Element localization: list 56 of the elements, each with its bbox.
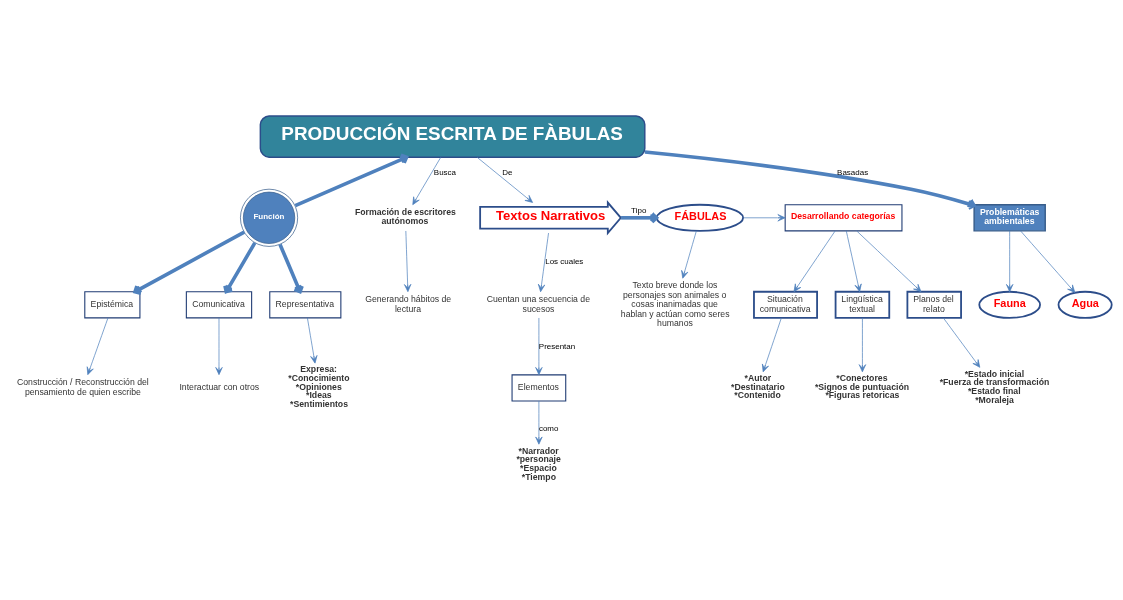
node-box: Lingüística textual	[834, 290, 891, 319]
arrow	[858, 317, 867, 372]
edge-label: Basadas	[837, 167, 869, 177]
node-text: Construcción / Reconstrucción del pensamiento de quien escribe	[16, 376, 149, 397]
node-box: Planos del relato	[906, 290, 962, 319]
arrow	[856, 230, 922, 292]
arrow	[412, 156, 442, 205]
edge-label: Tipo	[631, 205, 647, 215]
node-text: Generando hábitos de lectura	[365, 293, 452, 314]
node-box: Epistémica	[84, 290, 141, 318]
node-box: Comunicativa	[185, 290, 253, 318]
node-ellipse: Fauna	[978, 290, 1041, 319]
node-text: *Narrador *personaje *Espacio *Tiempo	[516, 445, 561, 482]
node-text: Formación de escritores autónomos	[355, 206, 456, 226]
arrow	[943, 317, 981, 368]
arrow	[681, 230, 697, 279]
arrow	[743, 213, 786, 221]
arrow	[223, 241, 257, 293]
arrow	[307, 317, 318, 363]
node-text: Expresa: *Conocimiento *Opiniones *Ideas *Sentimientos	[288, 363, 350, 409]
arrow	[215, 317, 223, 375]
node-text: *Estado inicial *Fuerza de transformación *Estado final *Moraleja	[939, 368, 1050, 405]
node-text: Interactuar con otros	[179, 381, 260, 392]
node-box: Situación comunicativa	[753, 290, 818, 319]
node-text: *Conectores *Signos de puntuación *Figuras retoricas	[814, 372, 910, 400]
node-text: Texto breve donde los personajes son animales o cosas inanimadas que hablan y actúan como seres humanos	[620, 279, 730, 328]
arrow	[537, 232, 549, 292]
node-box: PRODUCCIÓN ESCRITA DE FÀBULAS	[259, 114, 646, 158]
arrow	[845, 230, 862, 292]
arrow	[133, 230, 246, 295]
node-box: Desarrollando categorías	[784, 203, 903, 231]
arrow	[1020, 230, 1076, 293]
arrow	[86, 317, 109, 375]
arrow	[404, 230, 412, 292]
node-ellipse: Agua	[1057, 290, 1113, 319]
arrow	[793, 230, 836, 292]
arrow	[762, 317, 782, 372]
arrow	[535, 400, 543, 445]
arrow	[535, 317, 543, 375]
edge-label: como	[538, 423, 559, 433]
arrow	[1006, 230, 1014, 292]
arrow	[621, 211, 659, 224]
node-box: Elementos	[511, 373, 567, 401]
edge-label: Busca	[433, 167, 457, 177]
arrow	[476, 156, 533, 203]
arrow	[644, 149, 976, 210]
node-text: *Autor *Destinatario *Contenido	[731, 372, 785, 400]
edge-label: De	[502, 167, 513, 177]
edge-label: Presentan	[538, 341, 576, 351]
edge-label: Los cuales	[545, 256, 584, 266]
node-box: Problemáticas ambientales	[973, 203, 1046, 232]
arrow	[278, 243, 304, 293]
arrow	[294, 153, 409, 207]
node-box: Representativa	[269, 290, 342, 318]
node-ellipse: FÁBULAS	[655, 203, 744, 232]
node-text: Cuentan una secuencia de sucesos	[486, 293, 591, 314]
